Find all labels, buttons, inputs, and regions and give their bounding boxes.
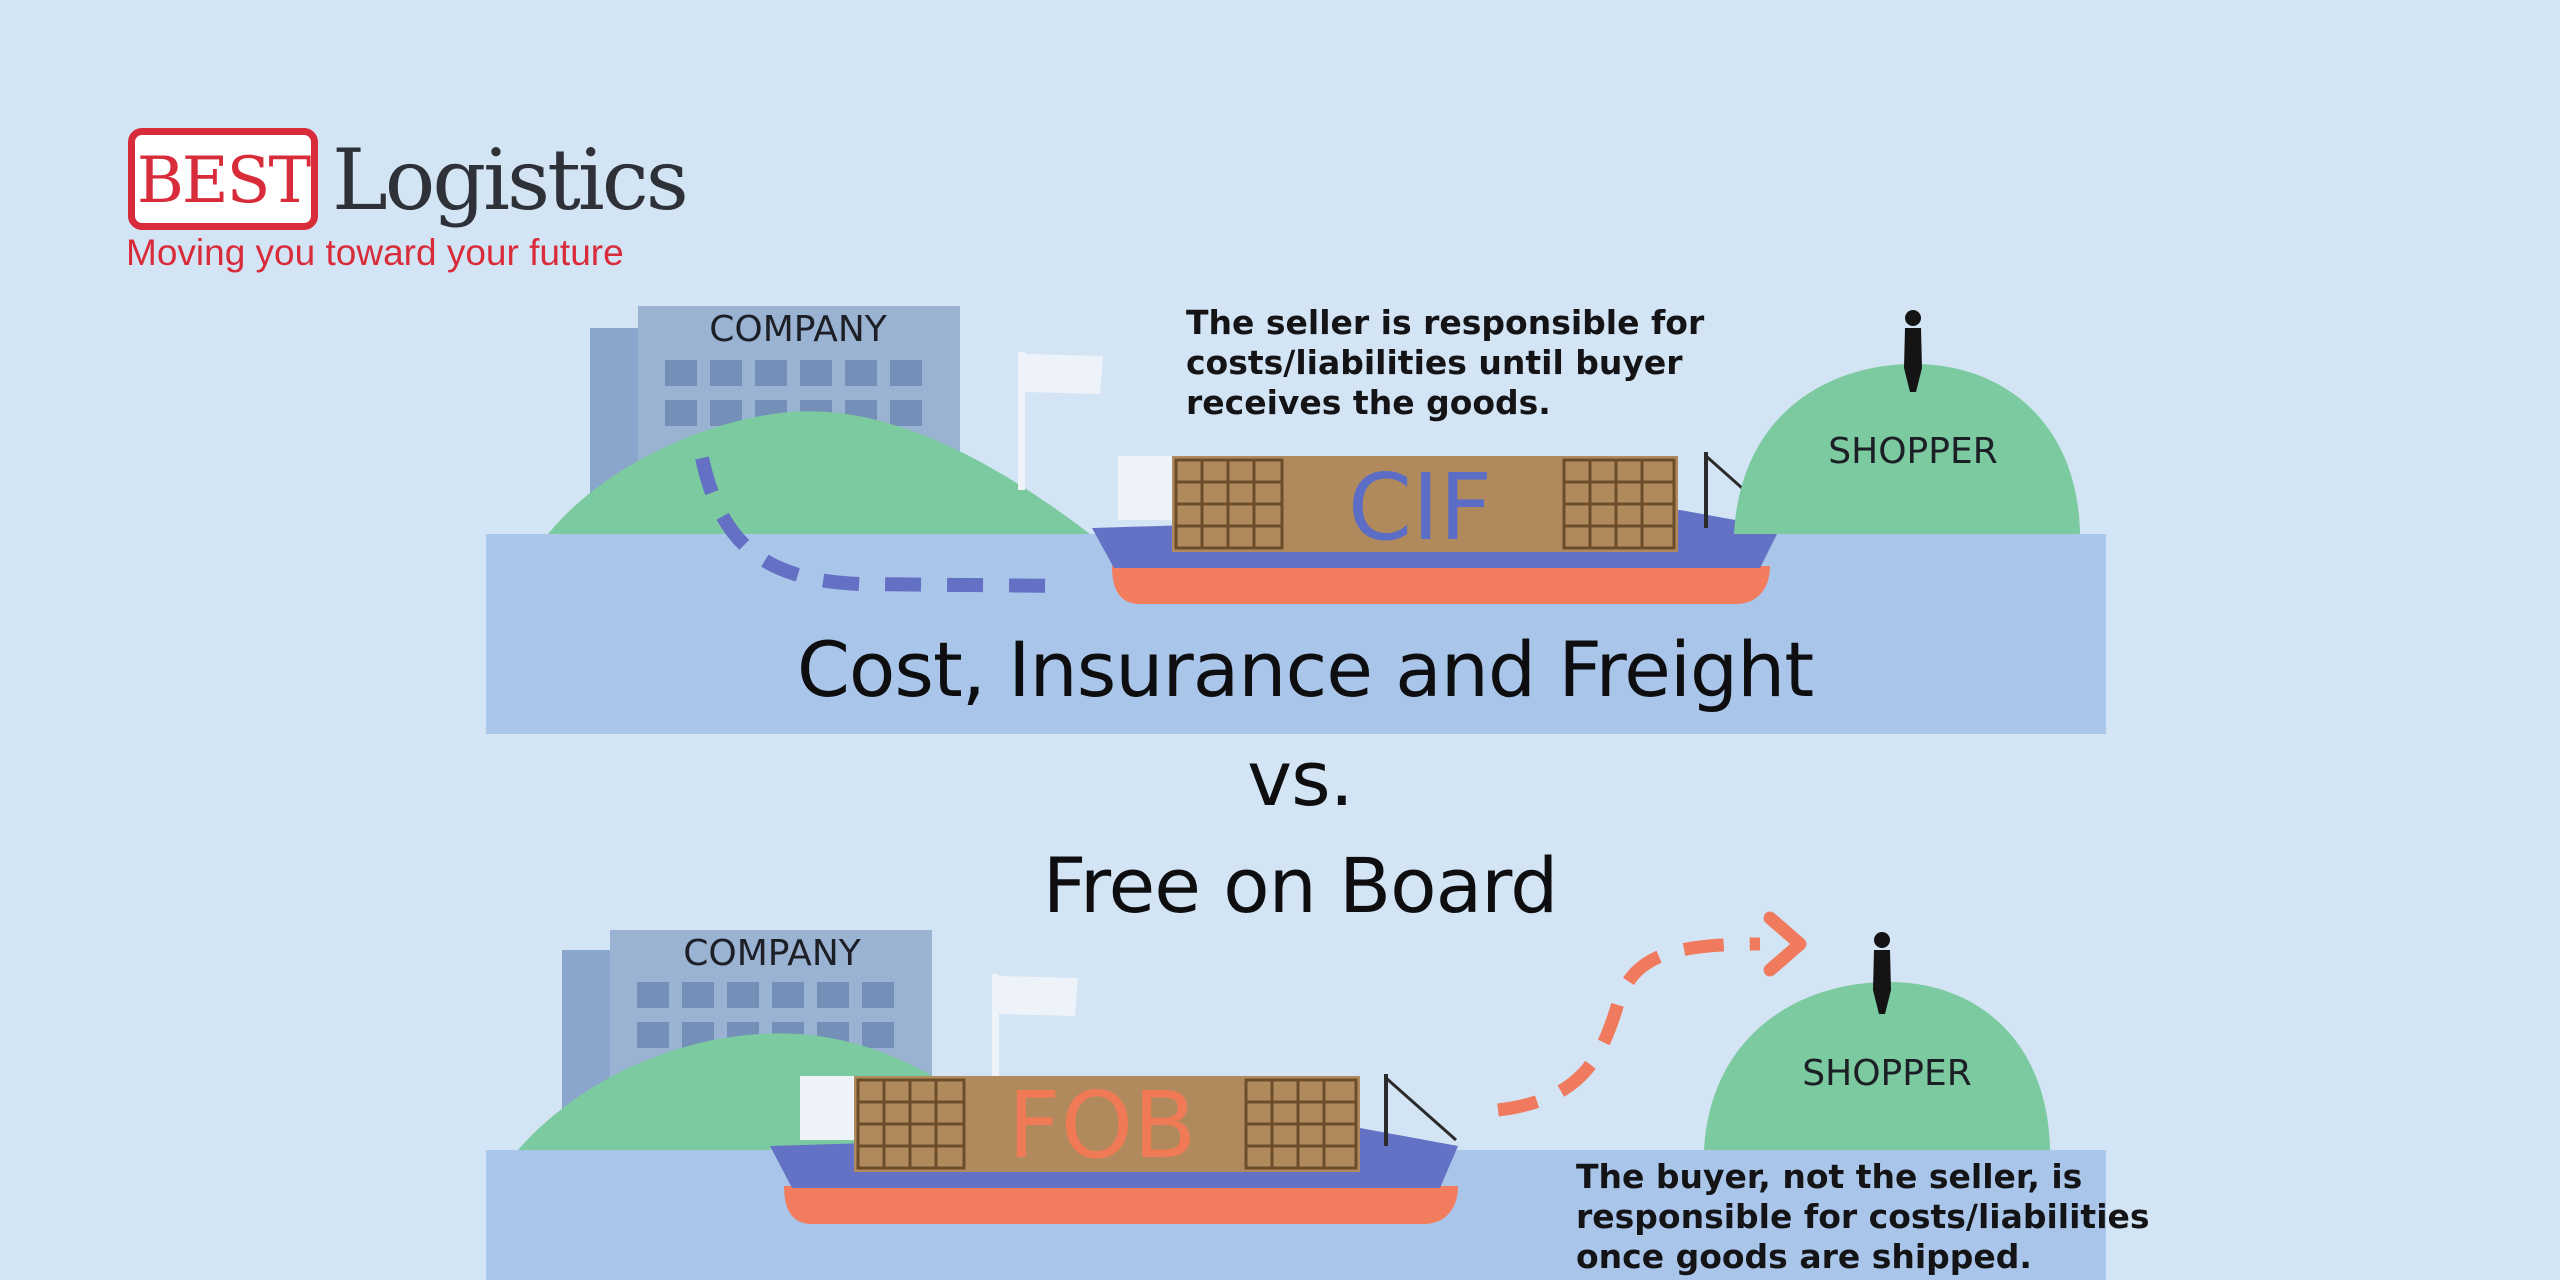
fob-caption-line: The buyer, not the seller, is [1576, 1157, 2083, 1196]
cif-container-label: CIF [1347, 454, 1493, 561]
fob-container-label: FOB [1007, 1072, 1197, 1179]
fob-caption-line: once goods are shipped. [1576, 1237, 2032, 1276]
cif-caption-line: costs/liabilities until buyer [1186, 343, 1683, 382]
cif-caption: The seller is responsible for costs/liab… [1186, 303, 1704, 423]
cif-ship [1092, 452, 1780, 604]
fob-caption-line: responsible for costs/liabilities [1576, 1197, 2150, 1236]
fob-company-label: COMPANY [683, 933, 861, 974]
fob-shopper-person-icon [1873, 932, 1891, 1014]
cif-caption-line: The seller is responsible for [1186, 303, 1705, 342]
logo-best-text: BEST [136, 144, 311, 218]
cif-left-hill [548, 411, 1090, 534]
cif-right-hill [1734, 363, 2080, 534]
title-vs: vs. [1247, 734, 1354, 823]
fob-route-arrow-dashes [1497, 937, 1761, 1117]
logo-wordmark: Logistics [332, 131, 689, 229]
logo-best-box: BEST [128, 128, 318, 230]
cif-scene [486, 306, 2106, 734]
cif-shopper-label: SHOPPER [1828, 431, 1998, 472]
fob-ship [770, 1074, 1458, 1224]
cif-route-dashes [695, 456, 1071, 593]
title-fob: Free on Board [1042, 841, 1559, 930]
fob-right-hill [1704, 981, 2050, 1150]
fob-arrow-head-icon [1763, 911, 1807, 977]
cif-flag-icon [1018, 352, 1103, 490]
logo-tagline: Moving you toward your future [126, 232, 624, 273]
title-cif: Cost, Insurance and Freight [796, 625, 1814, 714]
fob-scene [486, 911, 2106, 1280]
fob-flag-icon [992, 974, 1078, 1094]
cif-company-label: COMPANY [709, 309, 887, 350]
cif-shopper-person-icon [1904, 310, 1922, 392]
fob-shopper-label: SHOPPER [1802, 1053, 1972, 1094]
fob-caption: The buyer, not the seller, is responsibl… [1576, 1157, 2150, 1277]
cif-caption-line: receives the goods. [1186, 383, 1551, 422]
